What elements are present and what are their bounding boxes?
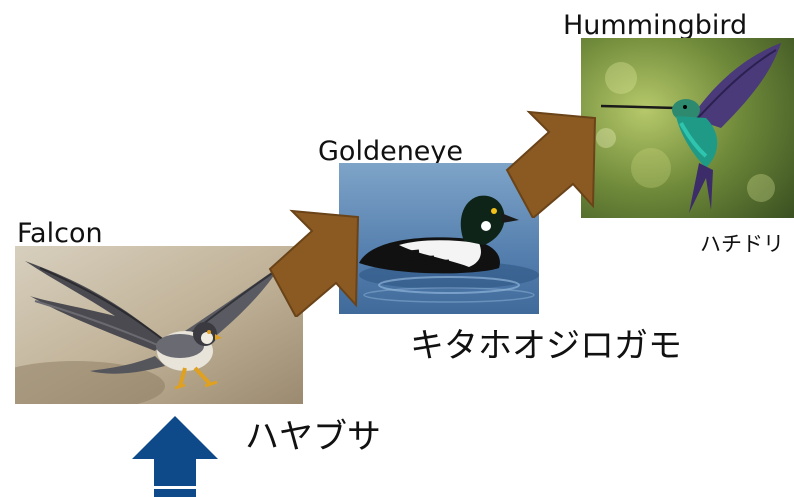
hummingbird-japanese-label: ハチドリ <box>700 234 784 255</box>
hummingbird-label: Hummingbird <box>563 12 747 39</box>
step-arrow-2 <box>505 108 605 218</box>
hummingbird-image <box>581 38 794 218</box>
step-arrow-1 <box>268 207 368 317</box>
falcon-japanese-label: ハヤブサ <box>245 420 381 454</box>
falcon-label: Falcon <box>17 220 103 247</box>
goldeneye-label: Goldeneye <box>318 138 463 165</box>
goldeneye-japanese-label: キタホオジロガモ <box>410 329 682 363</box>
falcon-image <box>15 246 303 404</box>
up-arrow <box>130 414 220 497</box>
